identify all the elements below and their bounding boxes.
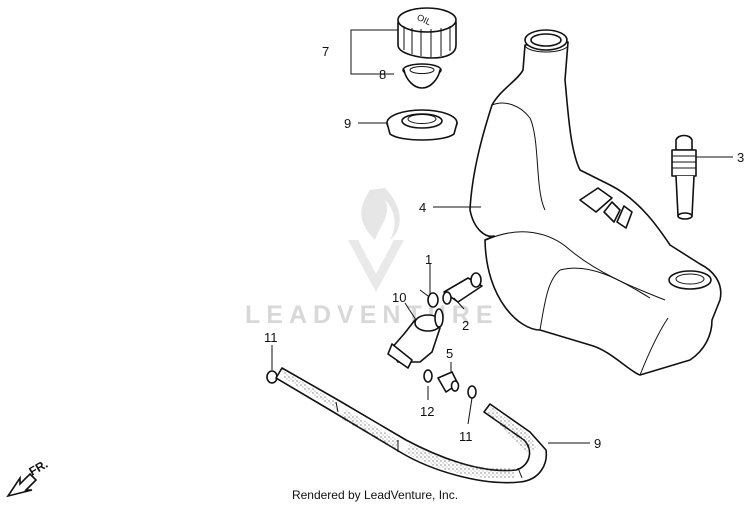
oil-hose bbox=[276, 368, 546, 483]
oil-cap: OIL bbox=[398, 8, 456, 58]
watermark: LEADVENTURE bbox=[245, 188, 499, 329]
callout-4: 4 bbox=[419, 200, 426, 215]
clip-11a bbox=[267, 371, 277, 383]
callout-7: 8 bbox=[379, 67, 386, 82]
oil-level-switch bbox=[672, 136, 696, 220]
callout-11a: 11 bbox=[264, 330, 278, 345]
callout-9: 9 bbox=[594, 436, 601, 451]
cap-seal bbox=[403, 64, 441, 88]
breather-fitting-5 bbox=[438, 372, 459, 392]
watermark-logo-icon bbox=[348, 188, 404, 292]
callout-11b: 11 bbox=[459, 429, 473, 444]
footer-credit: Rendered by LeadVenture, Inc. bbox=[0, 488, 750, 502]
clip-12 bbox=[424, 370, 432, 382]
callout-12: 12 bbox=[420, 404, 434, 419]
filler-grommet bbox=[387, 110, 457, 140]
tank-fitting bbox=[443, 273, 482, 304]
callout-2: 2 bbox=[462, 318, 469, 333]
callout-5: 5 bbox=[446, 346, 453, 361]
callout-6: 7 bbox=[322, 44, 329, 59]
callout-3: 3 bbox=[737, 150, 744, 165]
clip-11b bbox=[468, 386, 476, 398]
callout-1: 1 bbox=[425, 252, 432, 267]
callout-10: 10 bbox=[392, 290, 406, 305]
callout-8: 9 bbox=[344, 116, 351, 131]
